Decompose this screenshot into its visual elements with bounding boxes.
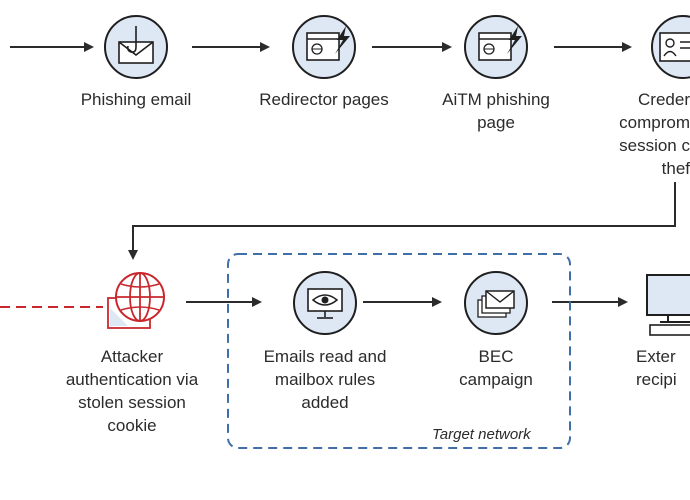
label-external: Exter recipi xyxy=(636,347,677,389)
label-phishing-email: Phishing email xyxy=(80,90,192,109)
web-page-lightning-icon xyxy=(464,15,528,79)
label-redirector-pages: Redirector pages xyxy=(259,90,389,109)
id-card-icon xyxy=(651,15,690,79)
target-network-label: Target network xyxy=(428,426,535,443)
target-network-box xyxy=(227,253,571,449)
globe-window-icon xyxy=(107,272,165,329)
web-page-lightning-icon xyxy=(292,15,356,79)
label-attacker-auth: Attacker authentication via stolen sessi… xyxy=(65,347,199,435)
label-emails-read: Emails read and mailbox rules added xyxy=(263,347,387,412)
label-bec-campaign: BEC campaign xyxy=(459,347,533,389)
desktop-computer-icon xyxy=(646,274,690,336)
stacked-mail-icon xyxy=(464,271,528,335)
arrow-credential-to-attacker xyxy=(128,182,676,260)
monitor-eye-icon xyxy=(293,271,357,335)
label-credential: Creder comprom session c thef xyxy=(619,90,690,178)
email-hook-icon xyxy=(104,15,168,79)
label-aitm-page: AiTM phishing page xyxy=(442,90,550,132)
